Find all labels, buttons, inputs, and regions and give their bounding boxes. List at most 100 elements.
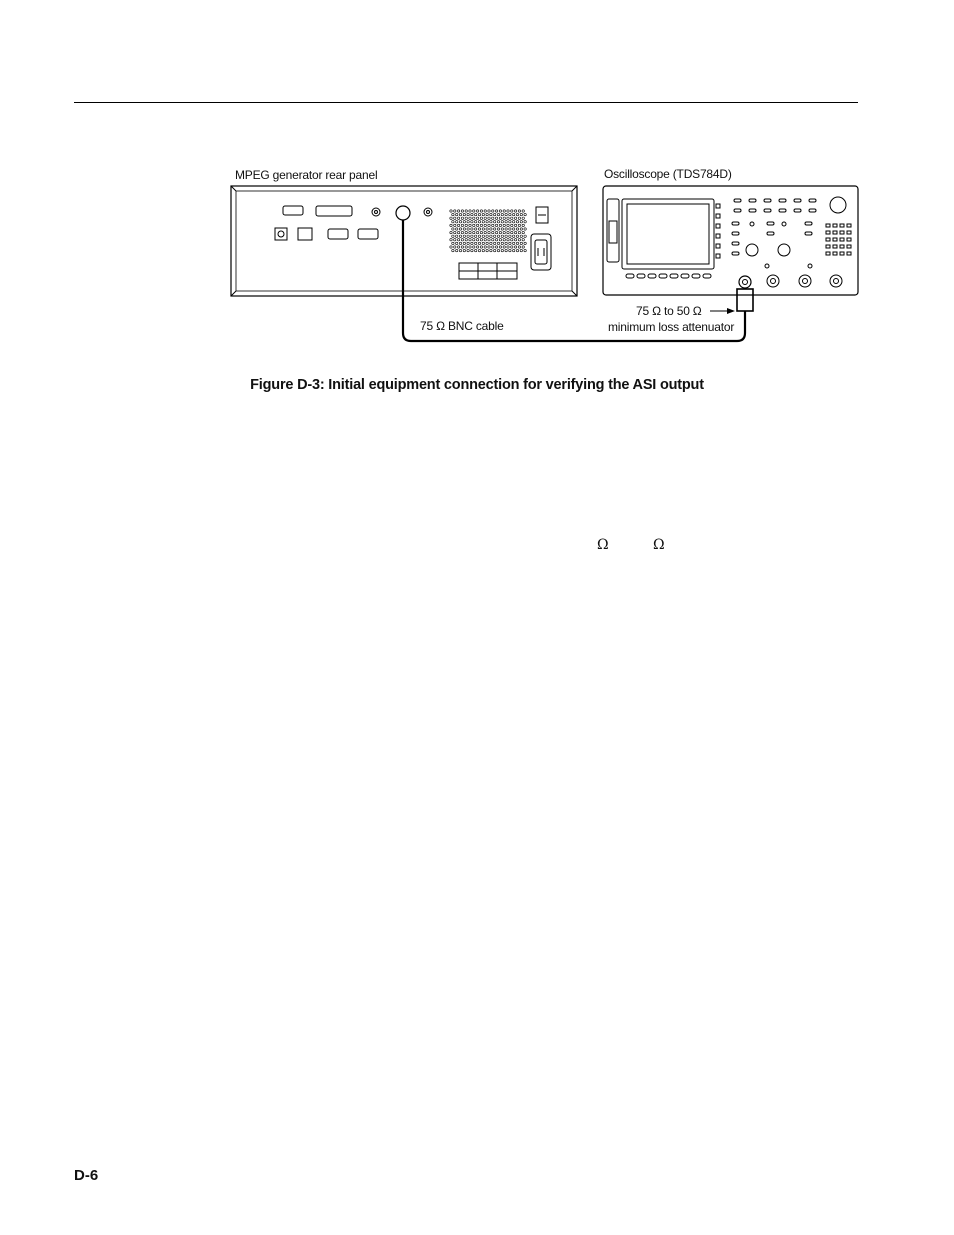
grille-hole bbox=[515, 234, 519, 238]
grille-hole bbox=[502, 223, 506, 227]
grille-hole bbox=[502, 245, 506, 249]
grille-hole bbox=[523, 241, 527, 245]
grille-hole bbox=[476, 238, 480, 242]
grille-hole bbox=[472, 216, 476, 220]
grille-hole bbox=[504, 234, 508, 238]
grille-hole bbox=[496, 249, 500, 253]
grille-hole bbox=[521, 238, 525, 242]
grille-hole bbox=[512, 234, 516, 238]
grille-hole bbox=[521, 216, 525, 220]
grille-hole bbox=[506, 216, 510, 220]
grille-hole bbox=[491, 231, 495, 235]
grille-hole bbox=[470, 213, 474, 217]
grille-hole bbox=[468, 223, 472, 227]
scope-horizontal-knob bbox=[777, 243, 791, 257]
grille-hole bbox=[458, 213, 462, 217]
grille-hole bbox=[479, 223, 483, 227]
grille-hole bbox=[489, 234, 493, 238]
grille-hole bbox=[474, 241, 478, 245]
grille-hole bbox=[483, 216, 487, 220]
grille-hole bbox=[462, 234, 466, 238]
grille-hole bbox=[493, 234, 497, 238]
grille-hole bbox=[451, 249, 455, 253]
grille-hole bbox=[470, 220, 474, 224]
grille-hole bbox=[462, 227, 466, 231]
grille-hole bbox=[487, 209, 491, 213]
grille-hole bbox=[491, 209, 495, 213]
scope-screen-side-buttons bbox=[715, 203, 721, 259]
grille-hole bbox=[514, 231, 518, 235]
grille-hole bbox=[462, 213, 466, 217]
grille-hole bbox=[506, 209, 510, 213]
grille-hole bbox=[498, 245, 502, 249]
grille-hole bbox=[470, 249, 474, 253]
grille-hole bbox=[485, 220, 489, 224]
grille-hole bbox=[458, 220, 462, 224]
grille-hole bbox=[491, 245, 495, 249]
grille-hole bbox=[512, 213, 516, 217]
grille-hole bbox=[483, 231, 487, 235]
grille-hole bbox=[466, 213, 470, 217]
grille-hole bbox=[453, 223, 457, 227]
grille-hole bbox=[464, 238, 468, 242]
grille-hole bbox=[502, 216, 506, 220]
attenuator-label-line2: minimum loss attenuator bbox=[608, 320, 735, 334]
grille-hole bbox=[466, 249, 470, 253]
grille-hole bbox=[476, 223, 480, 227]
grille-hole bbox=[514, 245, 518, 249]
grille-hole bbox=[460, 245, 464, 249]
grille-hole bbox=[479, 209, 483, 213]
grille-hole bbox=[506, 223, 510, 227]
grille-hole bbox=[476, 231, 480, 235]
grille-hole bbox=[453, 216, 457, 220]
grille-hole bbox=[517, 245, 521, 249]
grille-hole bbox=[491, 223, 495, 227]
grille-hole bbox=[477, 227, 481, 231]
grille-hole bbox=[519, 220, 523, 224]
grille-hole bbox=[460, 209, 464, 213]
grille-hole bbox=[498, 216, 502, 220]
cable-label: 75 Ω BNC cable bbox=[420, 319, 504, 333]
grille-hole bbox=[477, 241, 481, 245]
grille-hole bbox=[453, 231, 457, 235]
grille-hole bbox=[498, 231, 502, 235]
grille-hole bbox=[504, 241, 508, 245]
grille-hole bbox=[519, 241, 523, 245]
grille-hole bbox=[487, 245, 491, 249]
grille-hole bbox=[481, 234, 485, 238]
grille-hole bbox=[451, 241, 455, 245]
grille-hole bbox=[458, 227, 462, 231]
attenuator bbox=[736, 288, 754, 312]
attenuator-arrowhead bbox=[727, 308, 735, 314]
grille-hole bbox=[495, 238, 499, 242]
grille-hole bbox=[474, 249, 478, 253]
grille-hole bbox=[451, 213, 455, 217]
grille-hole bbox=[495, 223, 499, 227]
grille-hole bbox=[476, 245, 480, 249]
grille-hole bbox=[487, 223, 491, 227]
omega-symbol-2: Ω bbox=[653, 537, 665, 553]
grille-hole bbox=[476, 209, 480, 213]
grille-hole bbox=[466, 241, 470, 245]
grille-hole bbox=[504, 220, 508, 224]
grille-hole bbox=[487, 238, 491, 242]
grille-hole bbox=[493, 213, 497, 217]
grille-hole bbox=[466, 220, 470, 224]
grille-hole bbox=[451, 234, 455, 238]
grille-hole bbox=[521, 223, 525, 227]
grille-hole bbox=[453, 209, 457, 213]
grille-hole bbox=[508, 241, 512, 245]
grille-hole bbox=[515, 213, 519, 217]
grille-hole bbox=[479, 231, 483, 235]
grille-hole bbox=[474, 227, 478, 231]
grille-hole bbox=[523, 227, 527, 231]
omega-symbol-1: Ω bbox=[597, 537, 609, 553]
grille-hole bbox=[506, 245, 510, 249]
grille-hole bbox=[508, 234, 512, 238]
bnc-cable bbox=[401, 220, 747, 343]
grille-hole bbox=[521, 245, 525, 249]
page-number: D-6 bbox=[74, 1167, 99, 1184]
grille-hole bbox=[515, 241, 519, 245]
mpeg-generator-rear-panel bbox=[230, 185, 578, 297]
grille-hole bbox=[493, 249, 497, 253]
